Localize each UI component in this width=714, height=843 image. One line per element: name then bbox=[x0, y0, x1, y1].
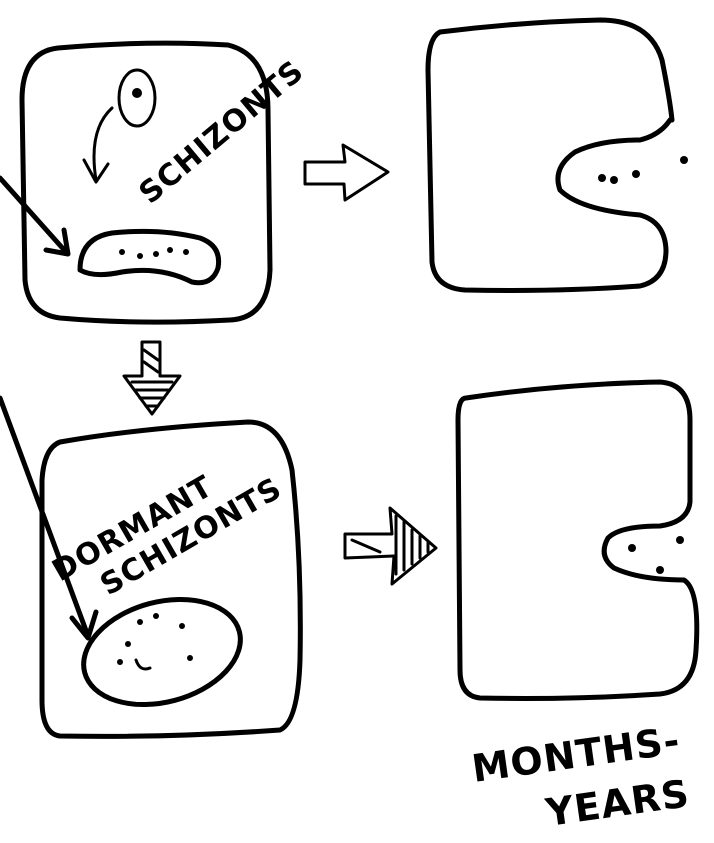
hatched-right-arrow bbox=[345, 508, 436, 584]
top-right-cell bbox=[428, 20, 688, 291]
schizonts-label: SCHIZONTS bbox=[133, 54, 311, 212]
merozoite-dot-4 bbox=[680, 156, 688, 164]
hatched-down-arrow-fill bbox=[132, 350, 172, 406]
hatched-down-arrow bbox=[124, 342, 180, 414]
pointer-arrow-top-icon bbox=[0, 178, 66, 252]
sporozoite-dot bbox=[132, 88, 142, 98]
merozoite-dot-3 bbox=[632, 170, 640, 178]
dormant-dot-4 bbox=[125, 641, 131, 647]
bottom-right-cell bbox=[458, 382, 697, 699]
hatched-down-arrow-icon bbox=[124, 342, 180, 414]
duration-label-line2: YEARS bbox=[542, 771, 692, 835]
late-merozoite-dot-3 bbox=[676, 536, 684, 544]
schizont-dot-3 bbox=[153, 251, 159, 257]
top-right-cell-outline bbox=[428, 20, 672, 291]
late-merozoite-dot-1 bbox=[628, 544, 636, 552]
dormant-dot-1 bbox=[137, 619, 143, 625]
dormant-dot-6 bbox=[187, 655, 193, 661]
merozoite-dot-2 bbox=[610, 176, 618, 184]
merozoite-dot-1 bbox=[598, 174, 606, 182]
dormant-dot-5 bbox=[117, 659, 123, 665]
schizont-dot-1 bbox=[119, 249, 125, 255]
dormant-curl bbox=[136, 660, 150, 669]
schizont-dot-5 bbox=[183, 249, 189, 255]
hatched-right-arrow-icon bbox=[345, 508, 436, 584]
late-merozoite-dot-2 bbox=[656, 566, 664, 574]
dormant-dot-2 bbox=[153, 613, 159, 619]
outline-right-arrow-icon bbox=[305, 145, 388, 200]
dormant-dot-3 bbox=[179, 623, 185, 629]
top-left-cell: SCHIZONTS bbox=[22, 43, 311, 322]
schizont-dot-4 bbox=[167, 247, 173, 253]
bottom-left-cell: DORMANT SCHIZONTS bbox=[42, 422, 300, 736]
dormant-schizont bbox=[72, 583, 252, 721]
schizont-dot-2 bbox=[137, 253, 143, 259]
schizont-mass bbox=[80, 231, 219, 282]
bottom-right-cell-outline bbox=[458, 382, 697, 699]
